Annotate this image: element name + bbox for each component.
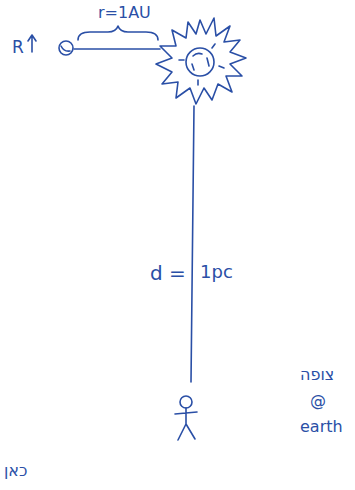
sun-core <box>186 48 214 76</box>
observer-label: צופה <box>300 366 334 384</box>
distance-value: 1pc <box>200 262 233 282</box>
sun-star <box>156 18 246 104</box>
distance-label: d = <box>150 262 186 284</box>
earth-label: earth <box>300 418 343 436</box>
planet-shading <box>61 46 70 51</box>
curly-bracket <box>78 26 158 40</box>
distance-label: r=1AU <box>98 4 151 22</box>
radius-label: R <box>12 38 24 57</box>
observer-head <box>180 396 192 408</box>
distance-line <box>74 48 160 50</box>
arrow-up <box>28 35 36 52</box>
note-label: כאן <box>4 462 28 480</box>
distance-line <box>191 106 194 382</box>
sun-rays <box>179 44 224 85</box>
observer-body <box>175 408 197 440</box>
at-symbol: @ <box>310 392 326 410</box>
planet-circle <box>59 41 73 55</box>
